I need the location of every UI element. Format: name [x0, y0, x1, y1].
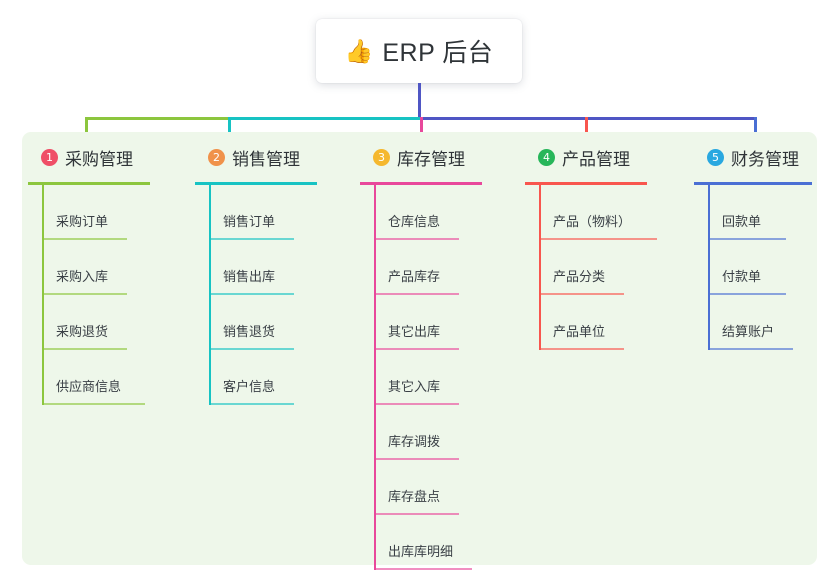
- module-spine: [42, 185, 44, 405]
- module-item-label: 销售退货: [223, 324, 276, 339]
- module-title-underline: [525, 182, 647, 185]
- module-item-underline: [209, 293, 294, 295]
- module-item-underline: [209, 238, 294, 240]
- module-item-label: 库存调拨: [388, 434, 441, 449]
- module-number-badge: 5: [707, 148, 724, 166]
- module-item-underline: [374, 293, 459, 295]
- root-title-label: ERP 后台: [382, 39, 494, 67]
- module-number-badge: 3: [373, 148, 390, 166]
- module-header-sales[interactable]: 2 销售管理: [191, 144, 300, 170]
- module-header-product[interactable]: 4 产品管理: [521, 144, 630, 170]
- module-item-underline: [708, 348, 793, 350]
- module-item-label: 产品库存: [388, 269, 441, 284]
- module-item-underline: [708, 238, 786, 240]
- module-item-underline: [539, 293, 624, 295]
- module-item-label: 采购入库: [56, 269, 109, 284]
- module-spine: [539, 185, 541, 350]
- module-spine: [708, 185, 710, 350]
- module-item-label: 客户信息: [223, 379, 276, 394]
- bar-teal: [228, 117, 420, 120]
- module-item-underline: [539, 348, 624, 350]
- thumbs-up-icon: 👍: [344, 37, 374, 64]
- module-title-underline: [195, 182, 317, 185]
- module-item-label: 其它出库: [388, 324, 441, 339]
- module-title-label: 财务管理: [731, 149, 799, 169]
- module-item-underline: [209, 403, 294, 405]
- module-spine: [374, 185, 376, 570]
- module-item-label: 产品分类: [553, 269, 606, 284]
- module-item-label: 付款单: [722, 269, 762, 284]
- modules-panel: 1 采购管理采购订单采购入库采购退货供应商信息 2 销售管理销售订单销售出库销售退货客…: [22, 132, 817, 570]
- module-item-underline: [374, 403, 459, 405]
- module-item-underline: [374, 513, 459, 515]
- module-number-badge: 4: [538, 148, 555, 166]
- module-item-underline: [708, 293, 786, 295]
- module-spine: [209, 185, 211, 405]
- module-item-underline: [539, 238, 657, 240]
- module-item-label: 采购订单: [56, 214, 109, 229]
- module-title-label: 库存管理: [397, 149, 465, 169]
- module-item-underline: [42, 403, 145, 405]
- module-item-label: 出库库明细: [388, 544, 454, 559]
- module-item-underline: [42, 348, 127, 350]
- module-title-underline: [28, 182, 150, 185]
- module-column-sales: 2 销售管理销售订单销售出库销售退货客户信息: [191, 144, 317, 405]
- module-column-finance: 5 财务管理回款单付款单结算账户: [690, 144, 812, 350]
- module-title-label: 采购管理: [65, 149, 133, 169]
- module-item-label: 产品单位: [553, 324, 606, 339]
- module-column-inventory: 3 库存管理仓库信息产品库存其它出库其它入库库存调拨库存盘点出库库明细: [356, 144, 482, 570]
- bar-green: [85, 117, 228, 120]
- module-header-finance[interactable]: 5 财务管理: [690, 144, 799, 170]
- module-number-badge: 1: [41, 148, 58, 166]
- module-title-underline: [360, 182, 482, 185]
- module-column-product: 4 产品管理产品（物料） 产品分类产品单位: [521, 144, 657, 350]
- module-item-underline: [42, 238, 127, 240]
- module-item-label: 库存盘点: [388, 489, 441, 504]
- module-item-label: 供应商信息: [56, 379, 122, 394]
- module-item-label: 仓库信息: [388, 214, 441, 229]
- module-item-underline: [42, 293, 127, 295]
- module-title-underline: [694, 182, 812, 185]
- module-item-underline: [209, 348, 294, 350]
- module-item-label: 销售出库: [223, 269, 276, 284]
- bar-blue: [420, 117, 756, 120]
- module-item-label: 结算账户: [722, 324, 775, 339]
- root-title-card[interactable]: 👍 ERP 后台: [316, 19, 522, 83]
- module-item-label: 产品（物料）: [553, 214, 632, 229]
- module-item-label: 销售订单: [223, 214, 276, 229]
- module-item-underline: [374, 568, 472, 570]
- module-item-label: 回款单: [722, 214, 762, 229]
- module-number-badge: 2: [208, 148, 225, 166]
- module-item-underline: [374, 458, 459, 460]
- trunk-connector: [418, 83, 421, 119]
- module-header-inventory[interactable]: 3 库存管理: [356, 144, 465, 170]
- module-item-underline: [374, 238, 459, 240]
- module-title-label: 产品管理: [562, 149, 630, 169]
- module-title-label: 销售管理: [232, 149, 300, 169]
- module-item-label: 其它入库: [388, 379, 441, 394]
- module-item-label: 采购退货: [56, 324, 109, 339]
- module-column-purchase: 1 采购管理采购订单采购入库采购退货供应商信息: [24, 144, 150, 405]
- module-item-underline: [374, 348, 459, 350]
- module-header-purchase[interactable]: 1 采购管理: [24, 144, 133, 170]
